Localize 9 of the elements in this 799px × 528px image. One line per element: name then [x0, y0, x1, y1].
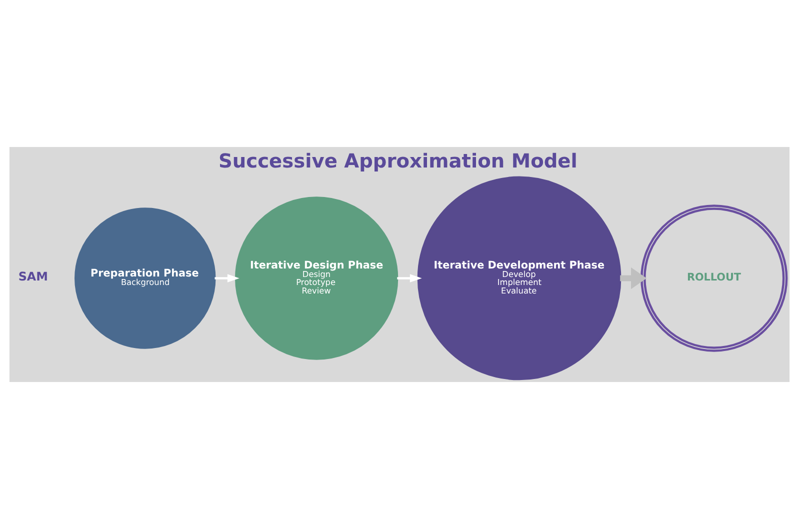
arrow	[214, 274, 240, 282]
node-circle: Preparation Phase Background	[74, 207, 216, 348]
arrow	[397, 274, 422, 282]
arrow	[620, 266, 647, 289]
node-circle: Iterative Development Phase Develop Implement Evaluate	[417, 176, 622, 380]
diagram-title: Successive Approximation Model	[218, 149, 578, 172]
label: SAM	[18, 268, 48, 283]
node-circle: Iterative Design Phase Design Prototype Review	[234, 196, 398, 360]
node-circle: ROLLOUT	[640, 204, 788, 352]
